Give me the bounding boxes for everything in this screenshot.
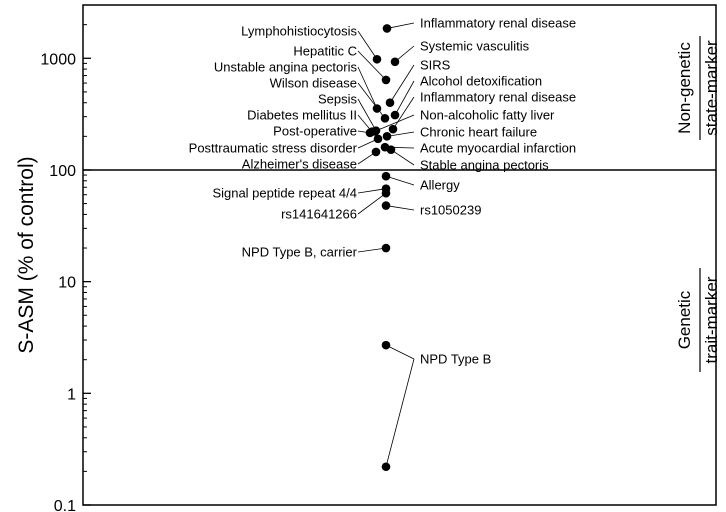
data-point [365,128,375,138]
point-label: Diabetes mellitus II [247,108,357,123]
leader-line [390,149,415,166]
region-label-group: Non-genetic state-marker [675,36,721,140]
region-label-line2: trait-marker [702,276,721,363]
leader-line [357,82,386,119]
leader-line [357,50,387,81]
point-label: SIRS [420,58,451,73]
data-point [373,134,383,144]
leader-line [357,247,387,253]
leader-line [357,188,387,194]
data-point [388,124,398,134]
point-label: rs1050239 [420,203,481,218]
leader-line [386,131,415,137]
point-label: Signal peptide repeat 4/4 [212,186,357,201]
data-point [380,114,390,123]
region-label-line1: Genetic [675,290,694,349]
leader-line [385,344,415,360]
leader-line [389,64,415,103]
data-point [381,201,391,210]
leader-line [374,114,415,132]
data-point [381,171,391,181]
data-point [390,110,400,120]
data-point [381,462,391,472]
y-tick-label: 1000 [40,51,76,68]
point-label: Non-alcoholic fatty liver [420,108,555,123]
point-label: Sepsis [318,92,358,107]
data-point [372,54,382,64]
y-tick-label: 10 [58,275,76,292]
point-label: Inflammatory renal disease [420,90,576,105]
point-label: Posttraumatic stress disorder [189,141,358,156]
y-axis-title: S-ASM (% of control) [15,156,38,353]
point-label: Inflammatory renal disease [420,16,576,31]
point-label: Hepatitic C [293,44,357,59]
leader-line [357,30,378,60]
leader-line [357,66,378,109]
y-tick-label: 1 [67,386,76,403]
leader-lines [357,22,415,467]
point-label: Unstable angina pectoris [214,60,358,75]
y-tick-label: 100 [49,163,76,180]
data-point [381,243,391,253]
point-label: Systemic vasculitis [420,39,530,54]
leader-line [385,175,415,186]
point-label: Wilson disease [270,76,357,91]
point-label: rs141641266 [281,207,357,222]
point-label: Stable angina pectoris [420,158,549,173]
leader-line [385,358,415,467]
data-point [381,340,391,350]
data-point [372,104,382,113]
point-label: Chronic heart failure [420,125,537,140]
data-point [385,98,395,108]
point-label: NPD Type B, carrier [242,245,358,260]
point-label: Lymphohistiocytosis [241,24,357,39]
region-label-group: Genetic trait-marker [675,268,721,372]
leader-line [392,96,415,130]
point-label: Alzheimer's disease [242,157,357,172]
leader-line [394,80,415,116]
data-point [386,145,396,154]
data-point [381,188,391,198]
point-label: Allergy [420,178,460,193]
point-label: Post-operative [273,124,357,139]
region-label-line2: state-marker [702,40,721,136]
leader-line [386,22,415,29]
y-tick-label: 0.1 [54,498,76,512]
plot-frame [82,4,717,506]
data-point [390,57,400,67]
point-label: Acute myocardial infarction [420,141,576,156]
leader-line [385,205,415,211]
leader-line [357,192,387,215]
data-points [365,24,400,472]
data-point [381,75,391,85]
point-label: Alcohol detoxification [420,74,542,89]
leader-line [357,98,377,131]
data-point [382,24,392,33]
region-label-line1: Non-genetic [675,42,694,134]
data-point [382,132,392,141]
point-label: NPD Type B [420,352,491,367]
data-point [371,147,381,157]
